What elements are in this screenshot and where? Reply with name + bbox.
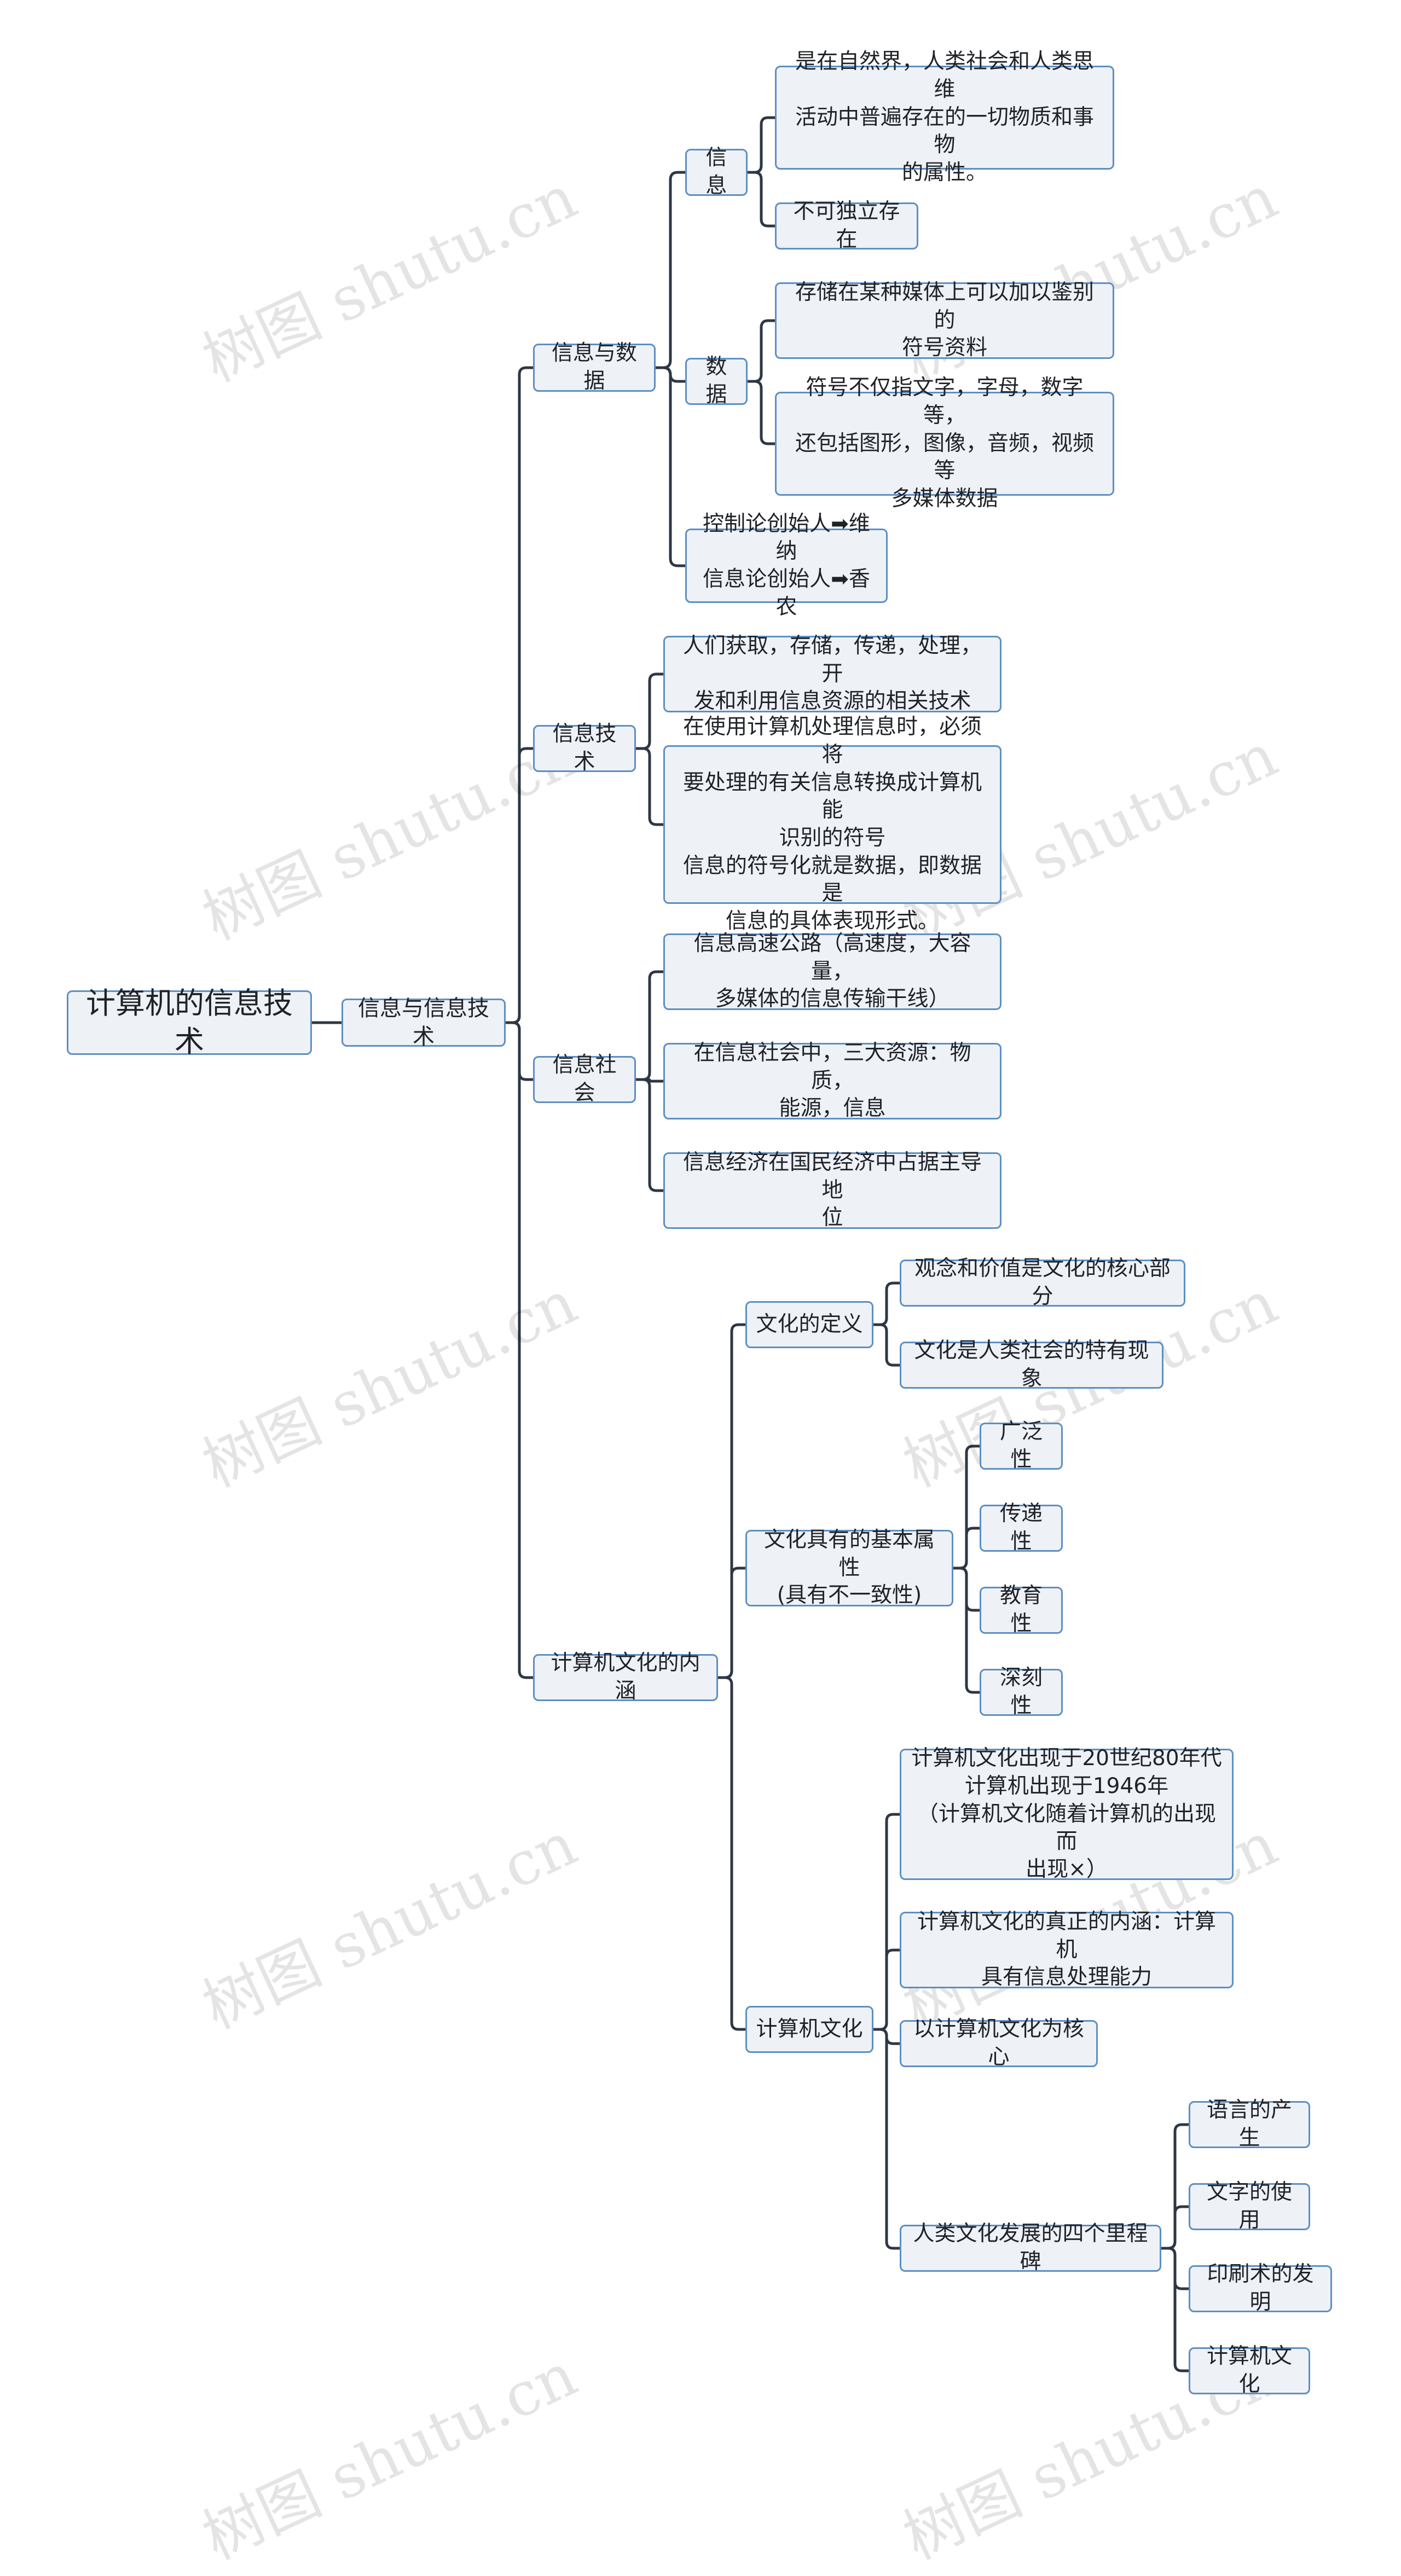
leaf-language[interactable]: 语言的产生 <box>1189 2098 1310 2150</box>
topic-info-society[interactable]: 信息社会 <box>533 1053 636 1105</box>
leaf-human-phenomenon[interactable]: 文化是人类社会的特有现象 <box>900 1338 1163 1391</box>
topic-four-milestones[interactable]: 人类文化发展的四个里程碑 <box>900 2221 1161 2274</box>
leaf-info-definition[interactable]: 是在自然界，人类社会和人类思维 活动中普遍存在的一切物质和事物 的属性。 <box>775 49 1114 185</box>
topic-info-tech[interactable]: 信息技术 <box>533 722 636 774</box>
connector-line <box>746 116 777 174</box>
connector-line <box>872 2028 901 2250</box>
connector-line <box>504 1021 535 1679</box>
leaf-core-culture[interactable]: 以计算机文化为核心 <box>900 2017 1098 2069</box>
topic-info[interactable]: 信息 <box>685 146 748 198</box>
leaf-not-independent[interactable]: 不可独立存在 <box>775 199 918 252</box>
leaf-data-definition[interactable]: 存储在某种媒体上可以加以鉴别的 符号资料 <box>775 280 1114 360</box>
topic-founders[interactable]: 控制论创始人➡维纳 信息论创始人➡香农 <box>685 512 888 619</box>
connector-line <box>872 1323 901 1367</box>
topic-culture-definition[interactable]: 文化的定义 <box>745 1301 873 1348</box>
leaf-educational[interactable]: 教育性 <box>980 1583 1063 1636</box>
topic-computer-culture-meaning[interactable]: 计算机文化的内涵 <box>533 1651 718 1703</box>
leaf-info-highway[interactable]: 信息高速公路（高速度，大容量， 多媒体的信息传输干线） <box>663 931 1001 1011</box>
root-topic[interactable]: 计算机的信息技术 <box>67 986 312 1059</box>
connector-line <box>634 747 665 826</box>
leaf-writing[interactable]: 文字的使用 <box>1189 2180 1310 2232</box>
connector-line <box>1160 2205 1190 2250</box>
connector-line <box>872 1281 901 1326</box>
leaf-symbolization[interactable]: 在使用计算机处理信息时，必须将 要处理的有关信息转换成计算机能 识别的符号 信息… <box>663 715 1001 933</box>
leaf-true-meaning[interactable]: 计算机文化的真正的内涵：计算机 具有信息处理能力 <box>900 1910 1234 1989</box>
connector-line <box>952 1567 981 1694</box>
topic-info-and-it[interactable]: 信息与信息技术 <box>341 996 506 1049</box>
connector-line <box>716 1567 747 1679</box>
connector-line <box>716 1676 747 2031</box>
connector-line <box>746 171 777 228</box>
connector-line <box>746 380 777 445</box>
connector-line <box>746 319 777 383</box>
leaf-profoundness[interactable]: 深刻性 <box>980 1666 1063 1718</box>
connector-line <box>634 1078 665 1083</box>
connector-line <box>634 672 665 750</box>
connector-line <box>634 1078 665 1192</box>
leaf-computer-culture[interactable]: 计算机文化 <box>1189 2344 1310 2397</box>
leaf-it-definition[interactable]: 人们获取，存储，传递，处理，开 发和利用信息资源的相关技术 <box>663 634 1001 713</box>
leaf-core-values[interactable]: 观念和价值是文化的核心部分 <box>900 1256 1185 1309</box>
connector-line <box>634 970 665 1081</box>
leaf-info-economy[interactable]: 信息经济在国民经济中占据主导地 位 <box>663 1150 1001 1230</box>
leaf-printing[interactable]: 印刷术的发明 <box>1189 2262 1332 2314</box>
connector-line <box>1160 2247 1190 2372</box>
connector-line <box>504 747 535 1024</box>
connector-line <box>654 366 687 567</box>
leaf-three-resources[interactable]: 在信息社会中，三大资源：物质， 能源，信息 <box>663 1041 1001 1121</box>
leaf-transmissibility[interactable]: 传递性 <box>980 1501 1063 1554</box>
topic-culture-attributes[interactable]: 文化具有的基本属性 (具有不一致性) <box>745 1528 953 1608</box>
leaf-universality[interactable]: 广泛性 <box>980 1419 1063 1472</box>
connector-line <box>654 171 687 369</box>
connector-line <box>952 1527 981 1570</box>
connector-lines <box>310 116 1190 2372</box>
leaf-data-symbols[interactable]: 符号不仅指文字，字母，数字等， 还包括图形，图像，音频，视频等 多媒体数据 <box>775 375 1114 511</box>
connector-line <box>872 1948 901 2031</box>
topic-computer-culture[interactable]: 计算机文化 <box>745 2006 873 2053</box>
leaf-culture-timeline[interactable]: 计算机文化出现于20世纪80年代 计算机出现于1946年 （计算机文化随着计算机… <box>900 1746 1234 1882</box>
topic-data[interactable]: 数据 <box>685 355 748 407</box>
topic-info-and-data[interactable]: 信息与数据 <box>533 341 656 393</box>
